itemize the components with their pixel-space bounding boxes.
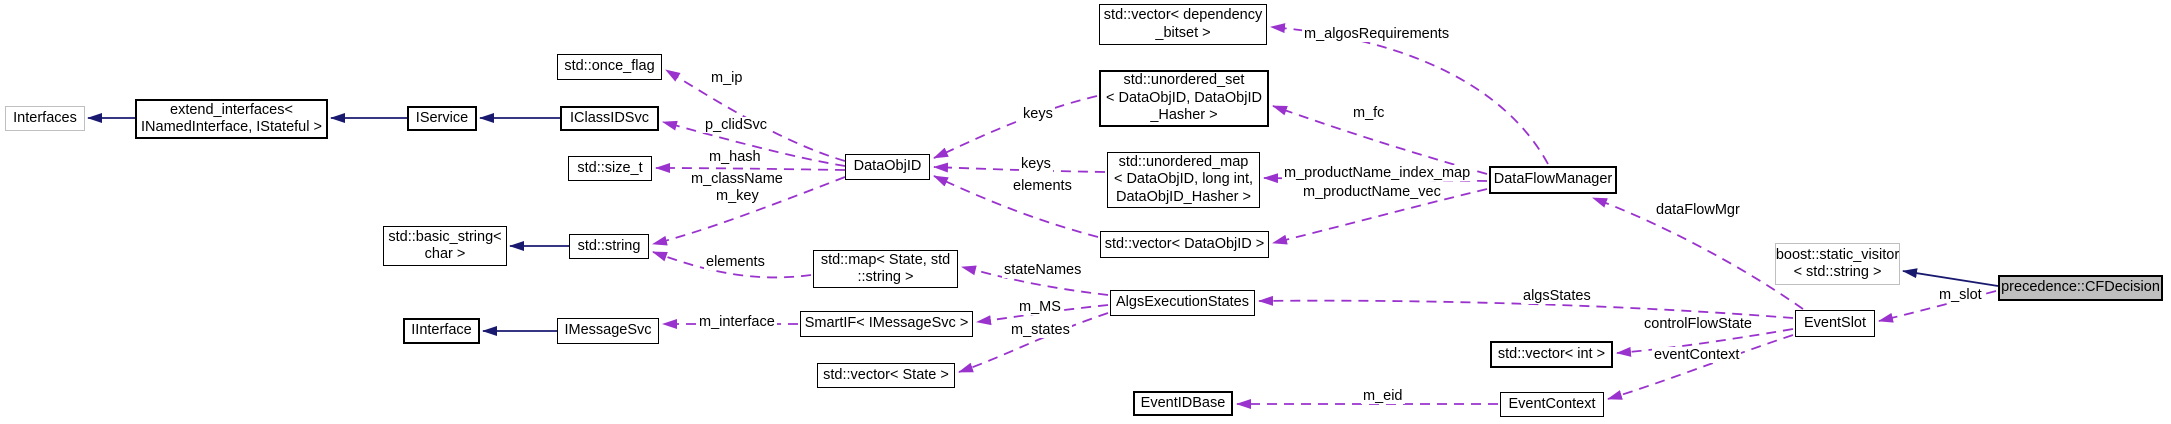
edge-label-p-clidsvc: p_clidSvc: [703, 117, 770, 133]
edge-cfdecision-to-eventslot: [1878, 290, 1997, 323]
edge-label-m-states: m_states: [1009, 322, 1072, 338]
edge-label-m-productname-vec: m_productName_vec: [1301, 184, 1443, 200]
edge-label-m-fc: m_fc: [1351, 105, 1387, 121]
edge-label-statenames: stateNames: [1002, 262, 1084, 278]
edge-label-m-interface: m_interface: [697, 314, 777, 330]
node-std-once-flag[interactable]: std::once_flag: [557, 54, 662, 80]
node-std-vector-state[interactable]: std::vector< State >: [817, 363, 955, 388]
node-iservice[interactable]: IService: [407, 106, 477, 131]
node-std-vector-dataobjid[interactable]: std::vector< DataObjID >: [1100, 231, 1269, 258]
node-interfaces[interactable]: Interfaces: [5, 106, 85, 131]
edge-label-m-slot: m_slot: [1937, 287, 1984, 303]
node-iinterface[interactable]: IInterface: [403, 318, 480, 344]
node-std-vector-dependency-bitset[interactable]: std::vector< dependency _bitset >: [1099, 4, 1267, 45]
node-std-map-state-string[interactable]: std::map< State, std ::string >: [813, 250, 958, 288]
edge-vector-dataobjid-to-dataobjid: [933, 175, 1099, 238]
edge-dfm-to-unordered-set: [1272, 105, 1488, 175]
edge-eventslot-to-eventcontext: [1607, 334, 1794, 400]
edge-label-keys-map: keys: [1019, 156, 1053, 172]
edge-unordered-map-to-dataobjid: [933, 162, 1106, 173]
edge-dfm-to-vector-dependency-bitset: [1270, 23, 1549, 165]
edge-cfdecision-to-boost-static-visitor: [1902, 268, 1999, 287]
node-std-unordered-set[interactable]: std::unordered_set < DataObjID, DataObjI…: [1099, 70, 1269, 127]
node-dataobjid[interactable]: DataObjID: [845, 154, 930, 180]
node-eventslot[interactable]: EventSlot: [1795, 310, 1875, 337]
edge-label-m-ip: m_ip: [709, 70, 745, 86]
node-std-basic-string[interactable]: std::basic_string< char >: [383, 226, 507, 266]
edge-algs-to-vector-state: [958, 312, 1109, 373]
edge-label-elements-dataobjid: elements: [1011, 178, 1074, 194]
edge-label-keys-set: keys: [1021, 106, 1055, 122]
edge-eventslot-to-algs: [1258, 295, 1794, 319]
edge-label-m-key: m_key: [714, 188, 761, 204]
edge-label-m-ms: m_MS: [1017, 299, 1063, 315]
edge-label-controlflowstate: controlFlowState: [1642, 316, 1754, 332]
edge-label-eventcontext: eventContext: [1652, 347, 1742, 363]
edge-algs-to-map: [961, 265, 1109, 296]
node-imessagesvc[interactable]: IMessageSvc: [557, 318, 659, 344]
node-boost-static-visitor[interactable]: boost::static_visitor < std::string >: [1775, 243, 1900, 285]
node-precedence-cfdecision: precedence::CFDecision: [1998, 275, 2163, 301]
node-std-unordered-map[interactable]: std::unordered_map < DataObjID, long int…: [1107, 152, 1260, 208]
edge-label-m-productname-index-map: m_productName_index_map: [1282, 165, 1473, 181]
edge-eventslot-to-dfm: [1592, 197, 1804, 310]
edge-label-m-hash: m_hash: [707, 149, 763, 165]
edge-dataobjid-to-size-t: [655, 163, 846, 174]
edge-label-dataflowmgr: dataFlowMgr: [1654, 202, 1742, 218]
edge-label-m-algosrequirements: m_algosRequirements: [1302, 26, 1452, 42]
edge-label-m-eid: m_eid: [1361, 388, 1405, 404]
node-std-size-t[interactable]: std::size_t: [568, 156, 652, 181]
node-eventidbase[interactable]: EventIDBase: [1133, 391, 1233, 416]
edge-label-algsstates: algsStates: [1521, 288, 1593, 304]
node-eventcontext[interactable]: EventContext: [1500, 392, 1604, 417]
node-algs-execution-states[interactable]: AlgsExecutionStates: [1110, 290, 1255, 316]
edge-label-m-classname: m_className: [689, 171, 785, 187]
edge-dfm-to-vector-dataobjid: [1272, 188, 1488, 245]
node-std-string[interactable]: std::string: [569, 234, 649, 259]
edge-dataobjid-to-iclassidsvc: [662, 120, 846, 167]
node-iclassidsvc[interactable]: IClassIDSvc: [560, 106, 659, 131]
edge-unordered-set-to-dataobjid: [933, 95, 1098, 159]
node-extend-interfaces[interactable]: extend_interfaces< INamedInterface, ISta…: [135, 99, 328, 139]
edge-map-to-string: [652, 251, 812, 279]
edge-eventslot-to-vector-int: [1616, 328, 1794, 357]
edge-label-elements-string: elements: [704, 254, 767, 270]
node-std-vector-int[interactable]: std::vector< int >: [1490, 341, 1613, 368]
node-smartif-imessagesvc[interactable]: SmartIF< IMessageSvc >: [800, 311, 973, 337]
node-dataflowmanager[interactable]: DataFlowManager: [1489, 166, 1617, 194]
